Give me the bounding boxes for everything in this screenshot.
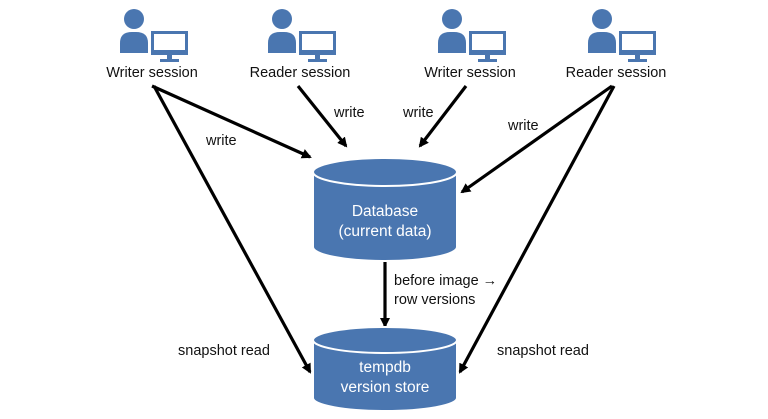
person-body bbox=[120, 32, 148, 53]
monitor-screen bbox=[472, 34, 503, 50]
session-label-3: Writer session bbox=[424, 65, 516, 81]
arrow-reader2-to-version-store bbox=[458, 85, 616, 374]
version-store-cylinder: tempdb version store bbox=[312, 326, 458, 412]
edge-label-write-reader1: write bbox=[333, 105, 365, 121]
session-label-4: Reader session bbox=[566, 65, 667, 81]
session-icon-3 bbox=[438, 9, 506, 62]
session-label-2: Reader session bbox=[250, 65, 351, 81]
monitor-base bbox=[160, 59, 179, 62]
monitor-stand bbox=[167, 55, 172, 59]
monitor-stand bbox=[485, 55, 490, 59]
arrow-writer2-to-database bbox=[418, 85, 468, 148]
arrow-reader1-to-database bbox=[296, 85, 348, 148]
database-cylinder-top bbox=[312, 157, 458, 187]
monitor-screen bbox=[622, 34, 653, 50]
session-icon-4 bbox=[588, 9, 656, 62]
person-head bbox=[124, 9, 144, 29]
monitor-stand bbox=[635, 55, 640, 59]
version-store-label-line2: version store bbox=[341, 379, 430, 396]
person-body bbox=[268, 32, 296, 53]
monitor-stand bbox=[315, 55, 320, 59]
monitor-screen bbox=[154, 34, 185, 50]
database-label-line2: (current data) bbox=[338, 223, 431, 240]
database-cylinder-body bbox=[312, 171, 458, 262]
version-store-cylinder-body bbox=[312, 339, 458, 412]
edge-label-write-writer2: write bbox=[402, 105, 434, 121]
database-label-line1: Database bbox=[352, 203, 418, 220]
edge-label-snapshot-read-left: snapshot read bbox=[178, 343, 270, 359]
monitor-base bbox=[308, 59, 327, 62]
person-head bbox=[272, 9, 292, 29]
database-cylinder: Database (current data) bbox=[312, 157, 458, 262]
edge-label-snapshot-read-right: snapshot read bbox=[497, 343, 589, 359]
monitor-base bbox=[478, 59, 497, 62]
person-head bbox=[592, 9, 612, 29]
arrow-writer1-to-database bbox=[151, 84, 312, 159]
edge-label-write-reader2: write bbox=[507, 118, 539, 134]
version-store-label-line1: tempdb bbox=[359, 359, 411, 376]
edge-label-row-versions: row versions bbox=[394, 292, 475, 308]
monitor-base bbox=[628, 59, 647, 62]
session-label-1: Writer session bbox=[106, 65, 198, 81]
session-icon-1 bbox=[120, 9, 188, 62]
edge-label-write-writer1: write bbox=[205, 133, 237, 149]
session-icon-2 bbox=[268, 9, 336, 62]
person-body bbox=[438, 32, 466, 53]
arrows bbox=[151, 84, 616, 374]
version-store-cylinder-top bbox=[312, 326, 458, 354]
person-body bbox=[588, 32, 616, 53]
person-head bbox=[442, 9, 462, 29]
arrow-writer1-to-version-store bbox=[152, 85, 312, 374]
edge-label-before-image: before image → bbox=[394, 273, 497, 289]
monitor-screen bbox=[302, 34, 333, 50]
arrow-reader2-to-database bbox=[460, 84, 613, 194]
